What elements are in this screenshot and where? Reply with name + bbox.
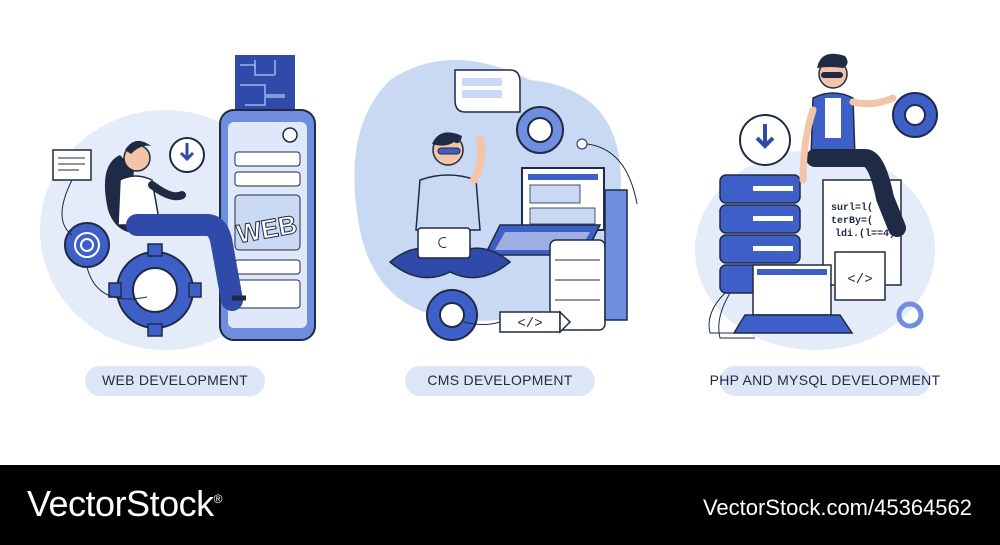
man-figure — [799, 53, 906, 237]
brand-name: VectorStock — [27, 483, 214, 524]
code-line-2: terBy=( — [831, 215, 873, 227]
code-folder-icon: </> — [834, 251, 886, 301]
caption-cms-development: CMS DEVELOPMENT — [427, 372, 573, 388]
man-figure — [388, 132, 512, 279]
server-stack-icon — [549, 189, 628, 331]
cms-development-illustration: </> — [354, 60, 638, 341]
document-icon — [52, 149, 92, 181]
code-line-1: surl=l( — [831, 202, 873, 214]
image-url: VectorStock.com/45364562 — [702, 495, 972, 520]
caption-web-development: WEB DEVELOPMENT — [101, 372, 249, 388]
gear-icon — [108, 243, 202, 337]
folder-code-text: </> — [847, 272, 872, 288]
brand-logo: VectorStock® — [27, 483, 222, 525]
download-disk-icon — [739, 114, 791, 166]
panel-php-mysql-development: surl=l( terBy=( ldi.(l==4) </> — [675, 40, 975, 420]
monitor-icon — [521, 167, 605, 231]
gear-icon — [426, 289, 478, 341]
footer-bar: VectorStock® VectorStock.com/45364562 — [0, 465, 1000, 545]
phone-icon — [219, 109, 316, 341]
scroll-document-icon — [454, 69, 521, 113]
download-disk-icon — [169, 137, 205, 173]
laptop-icon — [732, 264, 854, 334]
web-development-illustration: WEB — [40, 55, 316, 350]
woman-figure — [104, 140, 246, 311]
caption-php-mysql-development: PHP AND MYSQL DEVELOPMENT — [709, 372, 941, 388]
registered-mark: ® — [213, 492, 223, 506]
gear-icon — [896, 301, 924, 329]
fingerprint-icon — [64, 222, 110, 268]
illustration-stage: WEB WEB DEVELOPMENT — [25, 40, 975, 420]
gear-icon — [516, 106, 564, 154]
database-server-icon — [719, 174, 801, 294]
panel-web-development: WEB WEB DEVELOPMENT — [25, 40, 325, 420]
caption-background — [720, 366, 930, 396]
caption-background — [405, 366, 595, 396]
php-mysql-illustration: surl=l( terBy=( ldi.(l==4) </> — [695, 53, 938, 350]
code-tag-text: </> — [517, 316, 542, 332]
caption-background — [85, 366, 265, 396]
gear-icon — [892, 92, 938, 138]
code-tag-icon: </> — [499, 310, 572, 334]
code-line-3: ldi.(l==4) — [835, 228, 895, 240]
panel-cms-development: </> CMS DEVELOPMENT — [350, 40, 650, 420]
